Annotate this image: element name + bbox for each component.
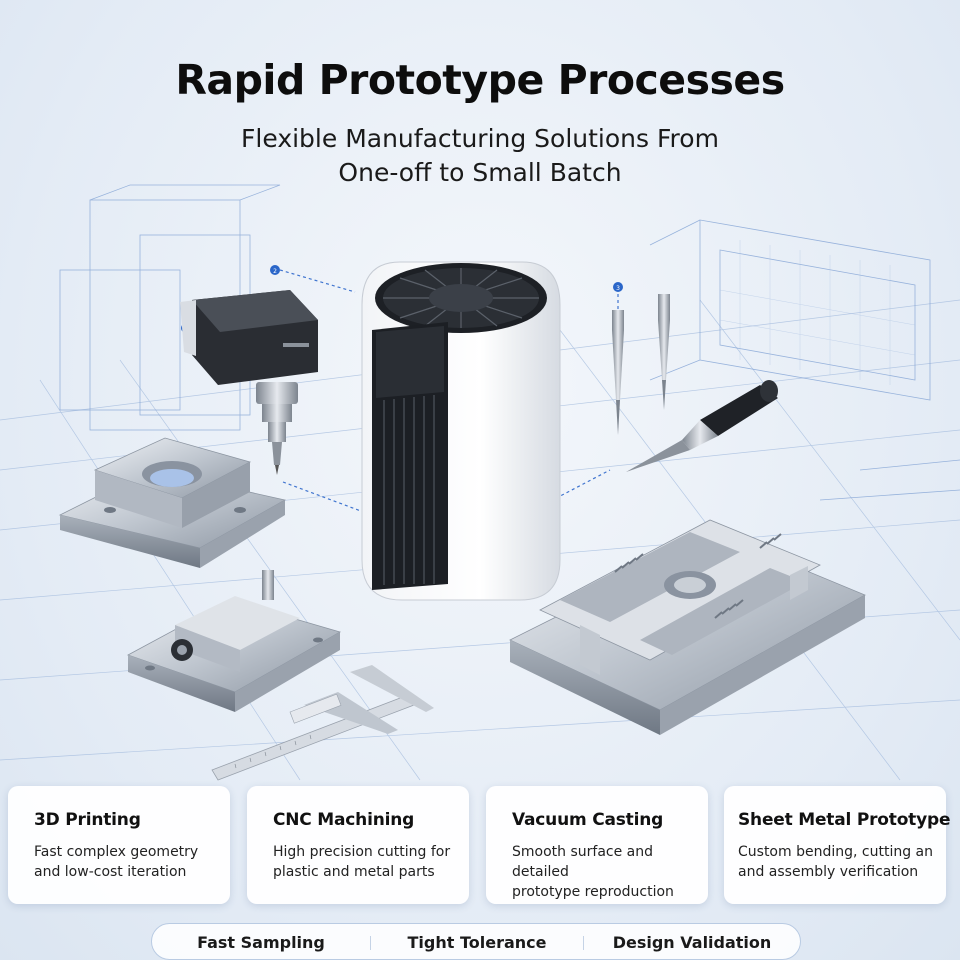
card-vacuum-casting: Vacuum Casting Smooth surface and detail… xyxy=(486,786,708,904)
feature-bar: Fast Sampling Tight Tolerance Design Val… xyxy=(151,923,801,960)
card-description: Smooth surface and detailed prototype re… xyxy=(512,844,674,900)
measuring-probes xyxy=(612,294,778,472)
cnc-machined-block xyxy=(58,437,287,568)
precision-fixture-part xyxy=(127,570,342,712)
card-title: Vacuum Casting xyxy=(512,810,664,830)
card-cnc-machining: CNC Machining High precision cutting for… xyxy=(247,786,469,904)
feature-divider xyxy=(583,936,584,950)
card-description: Fast complex geometry and low-cost itera… xyxy=(34,844,199,880)
feature-fast-sampling: Fast Sampling xyxy=(197,933,325,952)
subtitle-line-2: One-off to Small Batch xyxy=(338,158,622,187)
callout-mark-2: 2 xyxy=(273,268,277,275)
page-subtitle: Flexible Manufacturing Solutions From On… xyxy=(0,122,960,190)
feature-divider xyxy=(370,936,371,950)
card-3d-printing: 3D Printing Fast complex geometry and lo… xyxy=(8,786,230,904)
vernier-caliper xyxy=(211,665,434,781)
card-title: CNC Machining xyxy=(273,810,415,830)
card-description: High precision cutting for plastic and m… xyxy=(273,844,451,880)
prototype-device-tower xyxy=(361,261,561,601)
subtitle-line-1: Flexible Manufacturing Solutions From xyxy=(241,124,719,153)
sheet-metal-jig-assembly xyxy=(509,519,866,735)
header: Rapid Prototype Processes Flexible Manuf… xyxy=(0,56,960,190)
cnc-spindle-head xyxy=(180,290,318,475)
process-cards: 3D Printing Fast complex geometry and lo… xyxy=(8,786,952,904)
feature-design-validation: Design Validation xyxy=(612,933,772,952)
page-title: Rapid Prototype Processes xyxy=(175,56,785,104)
card-description: Custom bending, cutting an and assembly … xyxy=(738,844,933,880)
card-title: 3D Printing xyxy=(34,810,141,830)
feature-tight-tolerance: Tight Tolerance xyxy=(407,933,547,952)
card-title: Sheet Metal Prototype xyxy=(738,810,951,830)
callout-mark-3: 3 xyxy=(616,285,620,292)
card-sheet-metal-prototype: Sheet Metal Prototype Custom bending, cu… xyxy=(724,786,951,904)
